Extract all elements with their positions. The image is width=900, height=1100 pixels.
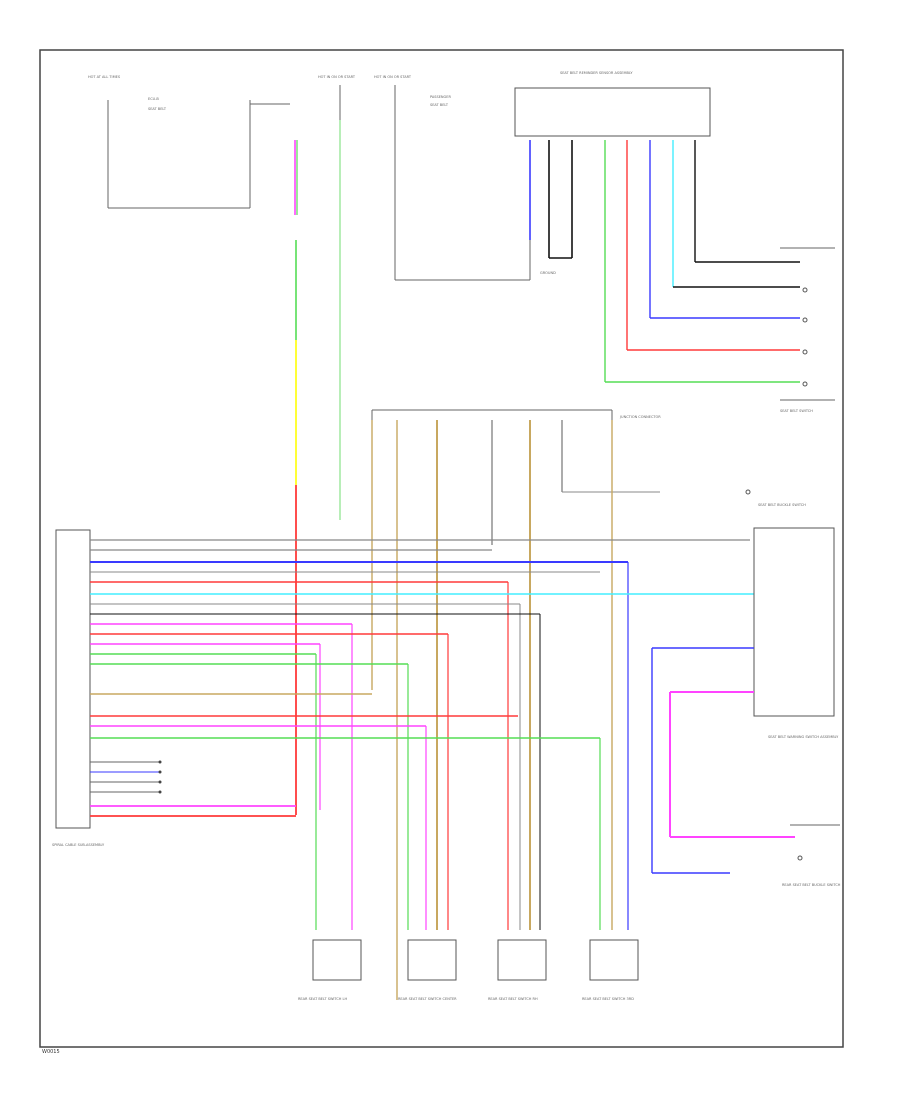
fuse-block-mid-1: HOT IN ON OR START (318, 75, 356, 120)
junction-connector: JUNCTION CONNECTOR (371, 409, 661, 420)
seat-switch-label: SEAT BELT SWITCH (780, 409, 813, 413)
right-module-label: SEAT BELT WARNING SWITCH ASSEMBLY (768, 735, 839, 739)
fuse-label-1: HOT AT ALL TIMES (88, 75, 121, 79)
fuse-block-left: HOT AT ALL TIMES ECU-B SEAT BELT (88, 75, 290, 209)
buckle-label: SEAT BELT BUCKLE SWITCH (758, 503, 806, 507)
fuse-block-mid-2: HOT IN ON OR START PASSENGER SEAT BELT (374, 75, 531, 281)
rear-switch-rh: REAR SEAT BELT SWITCH RH (488, 939, 547, 1001)
fuse-label-3: HOT IN ON OR START (374, 75, 412, 79)
rear-switch-center: REAR SEAT BELT SWITCH CENTER (398, 939, 457, 1001)
main-module-label: SPIRAL CABLE SUB-ASSEMBLY (52, 843, 105, 847)
footer-code: W0015 (42, 1049, 60, 1055)
seat-belt-switch-group: SEAT BELT SWITCH (780, 247, 835, 413)
bottom-label-3: REAR SEAT BELT SWITCH RH (488, 997, 538, 1001)
bottom-label-2: REAR SEAT BELT SWITCH CENTER (398, 997, 457, 1001)
seat-belt-reminder-module: SEAT BELT REMINDER SENSOR ASSEMBLY (514, 71, 711, 137)
svg-text:ECU-B: ECU-B (148, 97, 159, 101)
fuse-label-2: HOT IN ON OR START (318, 75, 356, 79)
bottom-right-label: REAR SEAT BELT BUCKLE SWITCH (782, 883, 841, 887)
rear-switch-lh: REAR SEAT BELT SWITCH LH (298, 939, 362, 1001)
junction-label: JUNCTION CONNECTOR (619, 415, 661, 419)
buckle-switch-group: SEAT BELT BUCKLE SWITCH (745, 489, 806, 507)
seat-belt-warning-switch-module: SEAT BELT WARNING SWITCH ASSEMBLY (753, 527, 839, 739)
svg-text:SEAT BELT: SEAT BELT (430, 103, 449, 107)
rear-switch-3rd: REAR SEAT BELT SWITCH 3RD (582, 939, 639, 1001)
bottom-label-1: REAR SEAT BELT SWITCH LH (298, 997, 348, 1001)
rear-buckle-switch: REAR SEAT BELT BUCKLE SWITCH (782, 824, 841, 887)
ground-label: GROUND (540, 271, 556, 275)
top-module-label: SEAT BELT REMINDER SENSOR ASSEMBLY (560, 71, 633, 75)
bottom-label-4: REAR SEAT BELT SWITCH 3RD (582, 997, 634, 1001)
svg-text:SEAT BELT: SEAT BELT (148, 107, 167, 111)
svg-text:PASSENGER: PASSENGER (430, 95, 451, 99)
spiral-cable-module: SPIRAL CABLE SUB-ASSEMBLY (52, 529, 105, 847)
diagram-border (39, 49, 844, 1048)
